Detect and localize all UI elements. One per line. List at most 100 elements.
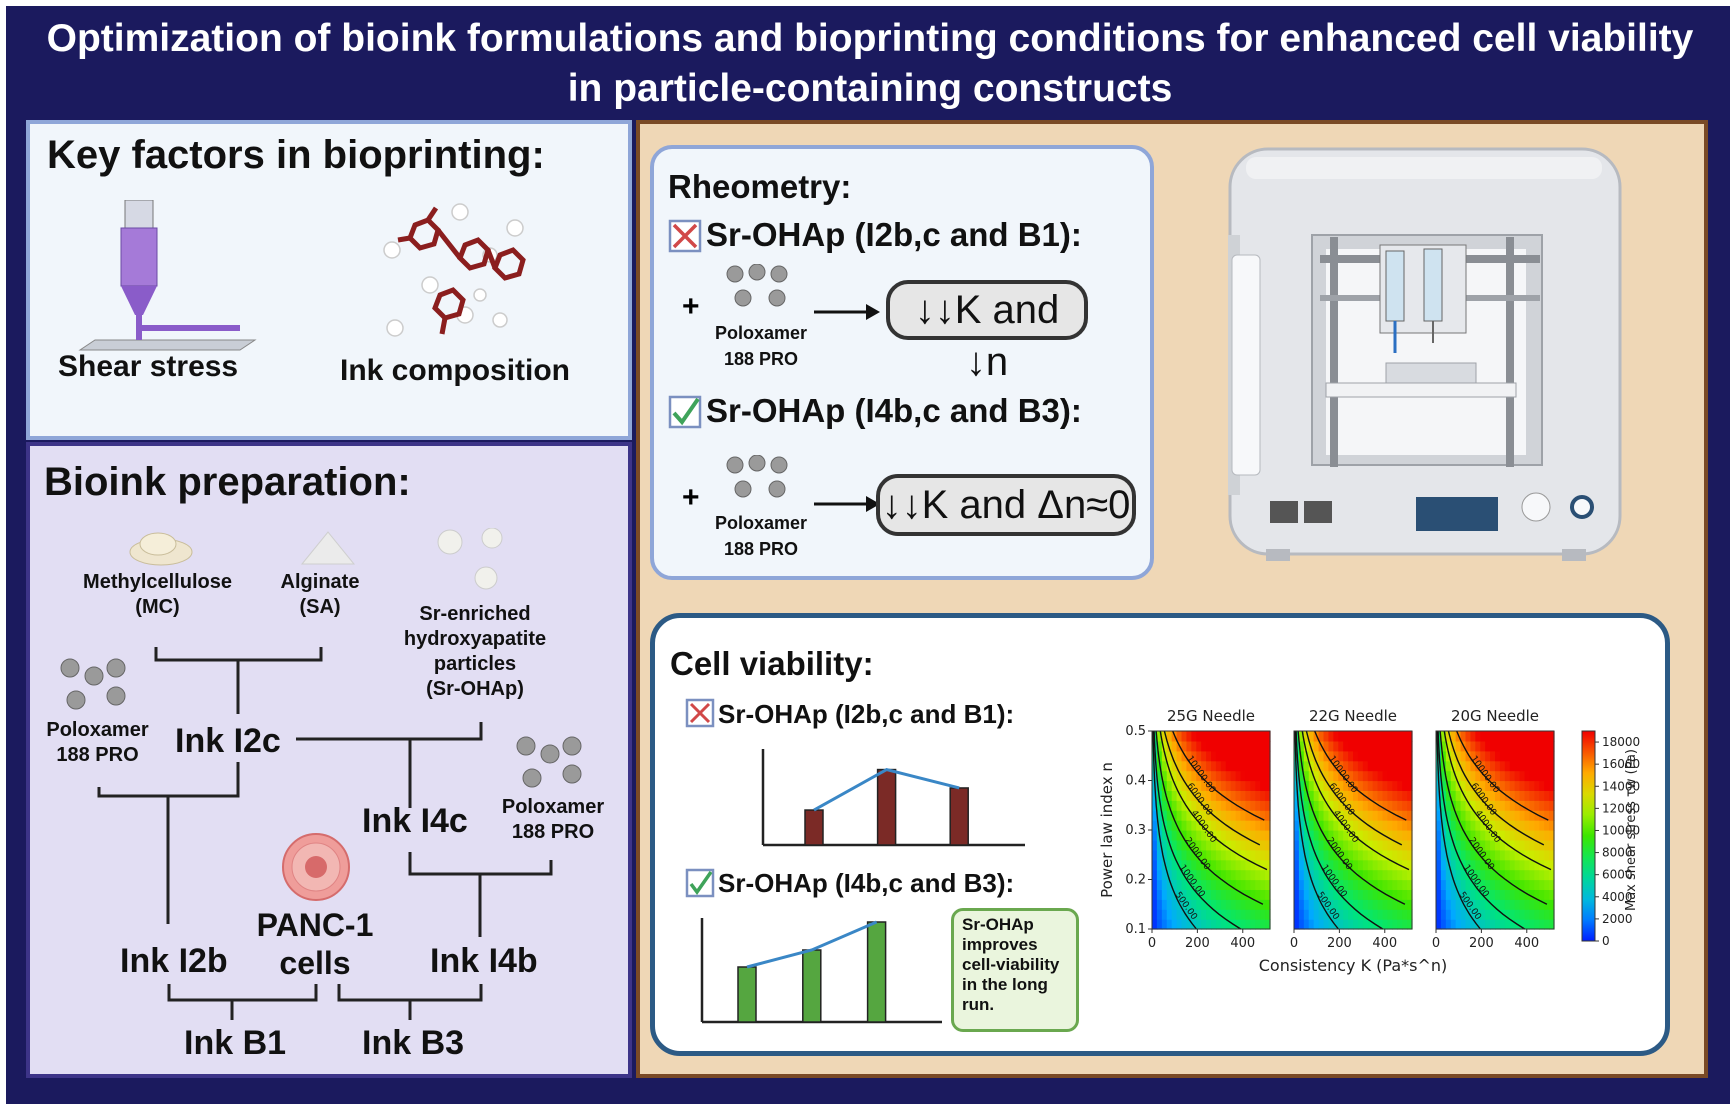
viability-cross-icon (685, 698, 715, 728)
syringe-nozzle-icon (78, 200, 257, 351)
ink-b1-label: Ink B1 (184, 1024, 287, 1062)
y-tick-label: 0.2 (1125, 873, 1146, 888)
colorbar-label: Max shear stress τw (Pa) (1624, 749, 1639, 911)
shear-stress-label: Shear stress (58, 350, 239, 383)
viability-bar (804, 809, 824, 846)
panel-title: 22G Needle (1309, 707, 1397, 725)
contour-line (1301, 730, 1410, 871)
viability-heading: Cell viability: (670, 645, 874, 682)
poloxamer-particles-icon (60, 658, 126, 710)
y-tick-label: 0.3 (1125, 823, 1146, 838)
colorbar (1581, 730, 1596, 942)
colorbar-tick-label: 6000 (1602, 868, 1633, 882)
viability-check-icon (685, 868, 715, 898)
poloxamer-particles-right-icon (516, 736, 582, 788)
colorbar-tick-label: 0 (1602, 934, 1610, 948)
rheo-plus-1: + (682, 290, 700, 323)
viability-bar (866, 921, 887, 1023)
rheo-polox-label-1: Poloxamer 188 PRO (714, 323, 808, 369)
ink-i4b-label: Ink I4b (430, 942, 538, 980)
contour-line (1305, 730, 1403, 846)
title-line-1: Optimization of bioink formulations and … (46, 17, 1694, 60)
contour-line (1297, 730, 1406, 905)
rheo-polox-label-2: Poloxamer 188 PRO (714, 513, 808, 559)
rheometry-heading: Rheometry: (668, 168, 852, 205)
viability-bar (876, 768, 897, 846)
viability-bar (802, 949, 822, 1023)
contour-line (1294, 730, 1339, 930)
viability-note: Sr-OHAp improves cell-viability in the l… (951, 908, 1079, 1032)
viability-bad-bar-chart (761, 749, 1025, 847)
viability-trend-line (746, 920, 878, 969)
sr-ohap-label: Sr-enriched hydroxyapatite particles (Sr… (403, 603, 547, 700)
contour-line (1172, 730, 1265, 821)
contour-line (1314, 730, 1407, 821)
y-tick-label: 0.4 (1125, 774, 1146, 789)
cross-checkbox-icon (668, 219, 702, 253)
rheo-plus-2: + (682, 481, 700, 514)
heatmap-panel: 500.001000.002000.004000.006000.0010000.… (1290, 707, 1413, 951)
viability-good-bar-chart (700, 918, 942, 1024)
viability-good-label: Sr-OHAp (I4b,c and B3): (718, 868, 1015, 898)
x-tick-label: 0 (1290, 936, 1298, 951)
contour-line (1447, 730, 1545, 846)
bioink-flow-lines (97, 647, 553, 1020)
viability-bad-label: Sr-OHAp (I2b,c and B1): (718, 699, 1015, 729)
panel-title: 25G Needle (1167, 707, 1255, 725)
rheo-good-label: Sr-OHAp (I4b,c and B3): (706, 392, 1082, 429)
shear-stress-heatmap: 500.001000.002000.004000.006000.0010000.… (1098, 707, 1640, 975)
panc1-cell-icon (282, 833, 350, 901)
x-tick-label: 400 (1230, 936, 1255, 951)
viability-bar (737, 966, 757, 1023)
ink-i2c-label: Ink I2c (175, 722, 281, 760)
alginate-label: Alginate (SA) (280, 571, 360, 618)
x-tick-label: 0 (1432, 936, 1440, 951)
x-tick-label: 400 (1372, 936, 1397, 951)
methylcellulose-powder-icon (129, 532, 193, 566)
bioprinter-icon (1228, 147, 1622, 561)
ink-i4c-label: Ink I4c (362, 802, 468, 840)
key-factors-heading: Key factors in bioprinting: (47, 133, 545, 177)
arrow-right-icon (814, 304, 880, 320)
ink-composition-label: Ink composition (340, 354, 571, 387)
check-checkbox-icon (668, 395, 702, 429)
contour-line (1439, 730, 1548, 905)
ink-i2b-label: Ink I2b (120, 942, 228, 980)
contour-line (1153, 730, 1242, 930)
contour-line (1155, 730, 1264, 905)
poloxamer-rheo-2-icon (726, 455, 788, 498)
x-tick-label: 0 (1148, 936, 1156, 951)
y-tick-label: 0.5 (1125, 724, 1146, 739)
x-tick-label: 400 (1514, 936, 1539, 951)
colorbar-tick-label: 14000 (1602, 779, 1640, 793)
contour-line (1159, 730, 1268, 871)
sr-ohap-particles-icon (437, 528, 503, 590)
viability-bar (949, 787, 969, 846)
contour-line (1152, 730, 1197, 930)
panel-title: 20G Needle (1451, 707, 1539, 725)
contour-line (1295, 730, 1384, 930)
contour-line (1163, 730, 1261, 846)
y-axis-label: Power law index n (1098, 762, 1116, 898)
figure-title: Optimization of bioink formulations and … (30, 14, 1710, 114)
colorbar-tick-label: 10000 (1602, 823, 1640, 837)
colorbar-tick-label: 12000 (1602, 801, 1640, 815)
contour-line (1436, 730, 1481, 930)
poloxamer-rheo-icon (726, 264, 788, 307)
heatmap-panel: 500.001000.002000.004000.006000.0010000.… (1432, 707, 1555, 951)
colorbar-tick-label: 4000 (1602, 890, 1633, 904)
colorbar-tick-label: 2000 (1602, 912, 1633, 926)
colorbar-tick-label: 16000 (1602, 757, 1640, 771)
title-line-2: in particle-containing constructs (567, 67, 1173, 110)
methylcellulose-label: Methylcellulose (MC) (83, 571, 232, 618)
x-tick-label: 200 (1185, 936, 1210, 951)
contour-line (1456, 730, 1549, 821)
alginate-powder-icon (300, 531, 356, 565)
colorbar-tick-label: 18000 (1602, 735, 1640, 749)
x-axis-label: Consistency K (Pa*s^n) (1259, 956, 1448, 975)
poloxamer-left-label: Poloxamer 188 PRO (46, 719, 149, 766)
viability-trend-line (813, 767, 960, 812)
colorbar-tick-label: 8000 (1602, 846, 1633, 860)
x-tick-label: 200 (1469, 936, 1494, 951)
rheo-bad-label: Sr-OHAp (I2b,c and B1): (706, 216, 1082, 253)
